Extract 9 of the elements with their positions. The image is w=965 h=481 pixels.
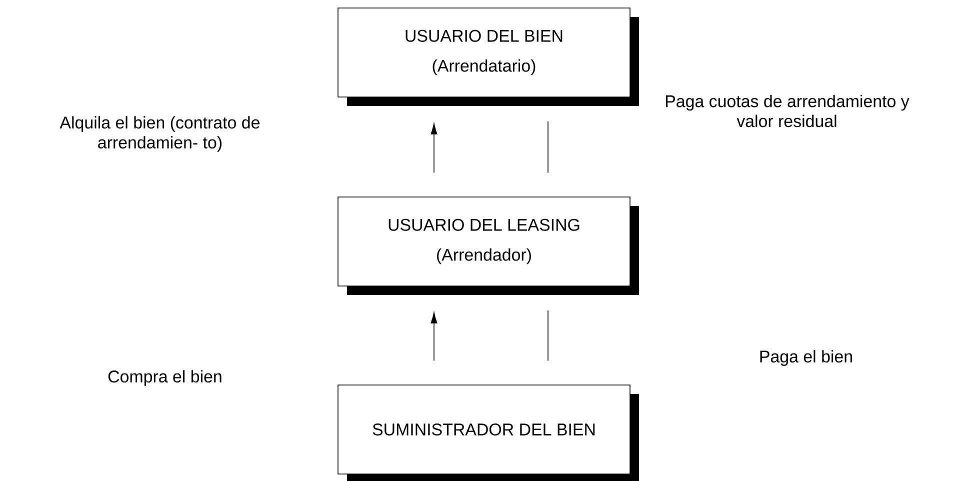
arrow <box>430 312 438 361</box>
arrow <box>430 123 438 173</box>
shadowed-box: USUARIO DEL LEASING (Arrendador) <box>338 196 639 295</box>
note-text: Compra el bien <box>108 370 222 386</box>
shadowed-box: USUARIO DEL BIEN (Arrendatario) <box>338 8 639 106</box>
note-text: Alquila el bien (contrato de arrendamien- to) <box>60 116 260 152</box>
note-text: Paga el bien <box>760 350 852 366</box>
shadowed-box: SUMINISTRADOR DEL BIEN <box>338 384 639 481</box>
note-text: Paga cuotas de arrendamiento y valor residual <box>666 94 910 128</box>
